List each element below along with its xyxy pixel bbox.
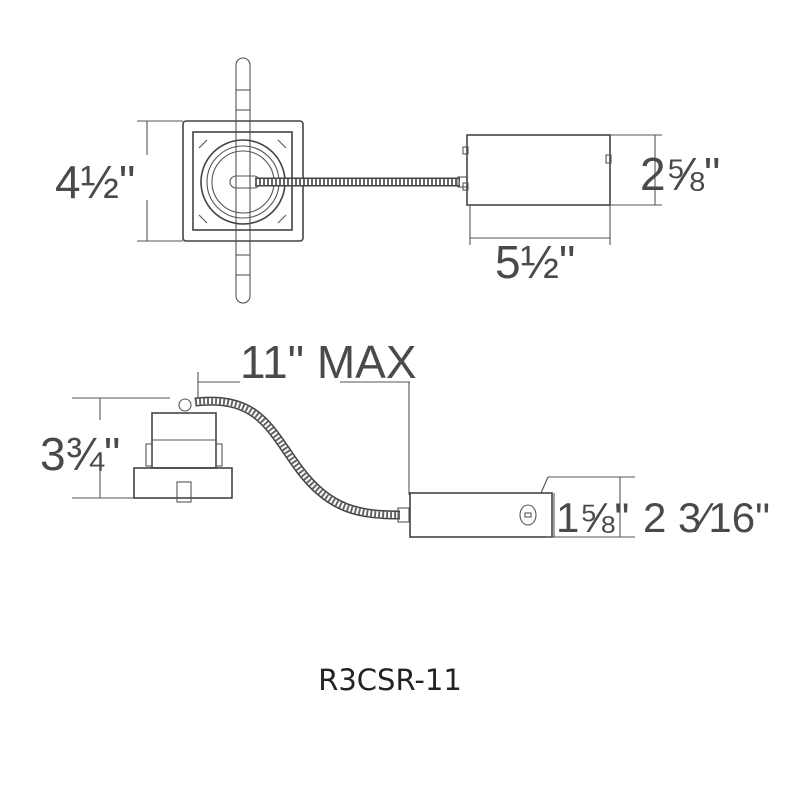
dim-11-max	[197, 372, 410, 495]
side-view-fixture	[133, 398, 233, 503]
dim-5-5	[469, 205, 611, 245]
box-height-side-label: 1⅝"	[556, 494, 629, 541]
top-view-junction-box	[462, 134, 612, 206]
side-view-cable	[194, 396, 410, 523]
side-view-junction-box	[409, 492, 553, 538]
dim-4-5	[137, 120, 183, 242]
top-view-cable	[255, 176, 468, 188]
box-overall-label: 2 3⁄16"	[643, 494, 770, 541]
fixture-height-label: 3¾"	[40, 428, 120, 480]
width-label: 4½"	[55, 156, 135, 208]
max-length-label: 11" MAX	[240, 336, 417, 388]
mounting-bar	[235, 57, 251, 304]
box-height-label: 2⅝"	[640, 148, 720, 200]
model-caption: R3CSR-11	[318, 663, 462, 697]
box-length-label: 5½"	[495, 236, 575, 288]
dim-2-5-8	[610, 134, 662, 206]
dim-box-heights	[540, 476, 635, 538]
